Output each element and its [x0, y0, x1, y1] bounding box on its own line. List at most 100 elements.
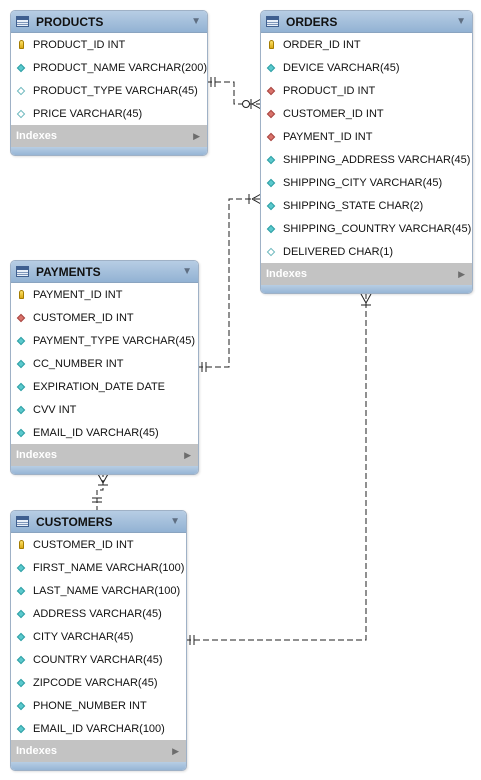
- column-row[interactable]: PHONE_NUMBER INT: [11, 694, 186, 717]
- table-grid-icon: [16, 16, 29, 27]
- relationship-customers-payments[interactable]: [92, 473, 109, 511]
- table-header[interactable]: PRODUCTS ▼: [11, 11, 207, 33]
- diamond-icon: [266, 63, 276, 72]
- column-list: PAYMENT_ID INT CUSTOMER_ID INT PAYMENT_TYP…: [11, 283, 198, 444]
- column-label: CC_NUMBER INT: [33, 357, 124, 370]
- column-label: PRODUCT_ID INT: [283, 84, 376, 97]
- column-row[interactable]: LAST_NAME VARCHAR(100): [11, 579, 186, 602]
- triangle-right-icon[interactable]: ▶: [193, 130, 200, 141]
- red-diamond-icon: [266, 132, 276, 141]
- column-label: EXPIRATION_DATE DATE: [33, 380, 166, 393]
- table-header[interactable]: ORDERS ▼: [261, 11, 472, 33]
- column-row[interactable]: EMAIL_ID VARCHAR(100): [11, 717, 186, 740]
- table-grid-icon: [266, 16, 279, 27]
- column-label: PRICE VARCHAR(45): [33, 107, 143, 120]
- indexes-section[interactable]: Indexes ▶: [261, 263, 472, 285]
- triangle-down-icon[interactable]: ▼: [456, 16, 466, 27]
- column-row[interactable]: CUSTOMER_ID INT: [11, 533, 186, 556]
- indexes-section[interactable]: Indexes ▶: [11, 125, 207, 147]
- column-row[interactable]: PRODUCT_ID INT: [261, 79, 472, 102]
- column-row[interactable]: PAYMENT_ID INT: [261, 125, 472, 148]
- column-row[interactable]: CVV INT: [11, 398, 198, 421]
- diamond-icon: [266, 224, 276, 233]
- triangle-right-icon[interactable]: ▶: [172, 745, 179, 756]
- column-row[interactable]: CC_NUMBER INT: [11, 352, 198, 375]
- hollow-diamond-icon: [16, 86, 26, 95]
- column-row[interactable]: ZIPCODE VARCHAR(45): [11, 671, 186, 694]
- triangle-down-icon[interactable]: ▼: [182, 266, 192, 277]
- column-label: ZIPCODE VARCHAR(45): [33, 676, 158, 689]
- table-products[interactable]: PRODUCTS ▼ PRODUCT_ID INT PRODUCT_NAME VA…: [10, 10, 208, 156]
- column-label: FIRST_NAME VARCHAR(100): [33, 561, 185, 574]
- column-row[interactable]: PRODUCT_NAME VARCHAR(200): [11, 56, 207, 79]
- column-label: CVV INT: [33, 403, 77, 416]
- column-label: PRODUCT_NAME VARCHAR(200): [33, 61, 207, 74]
- column-row[interactable]: COUNTRY VARCHAR(45): [11, 648, 186, 671]
- key-icon: [16, 540, 26, 549]
- column-label: DELIVERED CHAR(1): [283, 245, 394, 258]
- column-label: SHIPPING_COUNTRY VARCHAR(45): [283, 222, 472, 235]
- column-row[interactable]: PRICE VARCHAR(45): [11, 102, 207, 125]
- column-label: PHONE_NUMBER INT: [33, 699, 147, 712]
- triangle-right-icon[interactable]: ▶: [458, 268, 465, 279]
- diamond-icon: [16, 563, 26, 572]
- column-label: CITY VARCHAR(45): [33, 630, 134, 643]
- diamond-icon: [266, 155, 276, 164]
- hollow-diamond-icon: [266, 247, 276, 256]
- column-row[interactable]: CITY VARCHAR(45): [11, 625, 186, 648]
- diamond-icon: [16, 405, 26, 414]
- indexes-label: Indexes: [16, 449, 57, 461]
- table-header[interactable]: PAYMENTS ▼: [11, 261, 198, 283]
- column-row[interactable]: DELIVERED CHAR(1): [261, 240, 472, 263]
- hollow-diamond-icon: [16, 109, 26, 118]
- column-label: SHIPPING_STATE CHAR(2): [283, 199, 424, 212]
- diamond-icon: [16, 336, 26, 345]
- table-payments[interactable]: PAYMENTS ▼ PAYMENT_ID INT CUSTOMER_ID INT…: [10, 260, 199, 475]
- relationship-payments-orders[interactable]: [197, 193, 262, 372]
- diamond-icon: [16, 655, 26, 664]
- triangle-right-icon[interactable]: ▶: [184, 449, 191, 460]
- relationship-customers-orders[interactable]: [185, 293, 372, 645]
- key-icon: [16, 290, 26, 299]
- column-row[interactable]: PRODUCT_ID INT: [11, 33, 207, 56]
- column-row[interactable]: EXPIRATION_DATE DATE: [11, 375, 198, 398]
- column-label: PAYMENT_ID INT: [33, 288, 123, 301]
- column-list: CUSTOMER_ID INT FIRST_NAME VARCHAR(100) LA…: [11, 533, 186, 740]
- column-label: LAST_NAME VARCHAR(100): [33, 584, 181, 597]
- column-row[interactable]: ORDER_ID INT: [261, 33, 472, 56]
- relationship-products-orders[interactable]: [206, 77, 262, 110]
- column-row[interactable]: PAYMENT_ID INT: [11, 283, 198, 306]
- column-label: PRODUCT_TYPE VARCHAR(45): [33, 84, 198, 97]
- column-row[interactable]: SHIPPING_ADDRESS VARCHAR(45): [261, 148, 472, 171]
- diamond-icon: [16, 359, 26, 368]
- column-row[interactable]: PRODUCT_TYPE VARCHAR(45): [11, 79, 207, 102]
- column-row[interactable]: SHIPPING_COUNTRY VARCHAR(45): [261, 217, 472, 240]
- column-label: PAYMENT_TYPE VARCHAR(45): [33, 334, 195, 347]
- column-row[interactable]: SHIPPING_CITY VARCHAR(45): [261, 171, 472, 194]
- indexes-section[interactable]: Indexes ▶: [11, 444, 198, 466]
- column-row[interactable]: ADDRESS VARCHAR(45): [11, 602, 186, 625]
- column-label: PRODUCT_ID INT: [33, 38, 126, 51]
- column-row[interactable]: EMAIL_ID VARCHAR(45): [11, 421, 198, 444]
- column-row[interactable]: SHIPPING_STATE CHAR(2): [261, 194, 472, 217]
- indexes-section[interactable]: Indexes ▶: [11, 740, 186, 762]
- table-customers[interactable]: CUSTOMERS ▼ CUSTOMER_ID INT FIRST_NAME VA…: [10, 510, 187, 771]
- table-title: PAYMENTS: [36, 264, 101, 279]
- indexes-label: Indexes: [16, 745, 57, 757]
- column-row[interactable]: CUSTOMER_ID INT: [261, 102, 472, 125]
- column-row[interactable]: DEVICE VARCHAR(45): [261, 56, 472, 79]
- column-row[interactable]: CUSTOMER_ID INT: [11, 306, 198, 329]
- column-label: EMAIL_ID VARCHAR(100): [33, 722, 165, 735]
- diamond-icon: [16, 632, 26, 641]
- table-footer: [11, 147, 207, 155]
- column-label: CUSTOMER_ID INT: [33, 538, 134, 551]
- triangle-down-icon[interactable]: ▼: [170, 516, 180, 527]
- table-header[interactable]: CUSTOMERS ▼: [11, 511, 186, 533]
- red-diamond-icon: [16, 313, 26, 322]
- column-row[interactable]: PAYMENT_TYPE VARCHAR(45): [11, 329, 198, 352]
- triangle-down-icon[interactable]: ▼: [191, 16, 201, 27]
- column-row[interactable]: FIRST_NAME VARCHAR(100): [11, 556, 186, 579]
- column-label: EMAIL_ID VARCHAR(45): [33, 426, 159, 439]
